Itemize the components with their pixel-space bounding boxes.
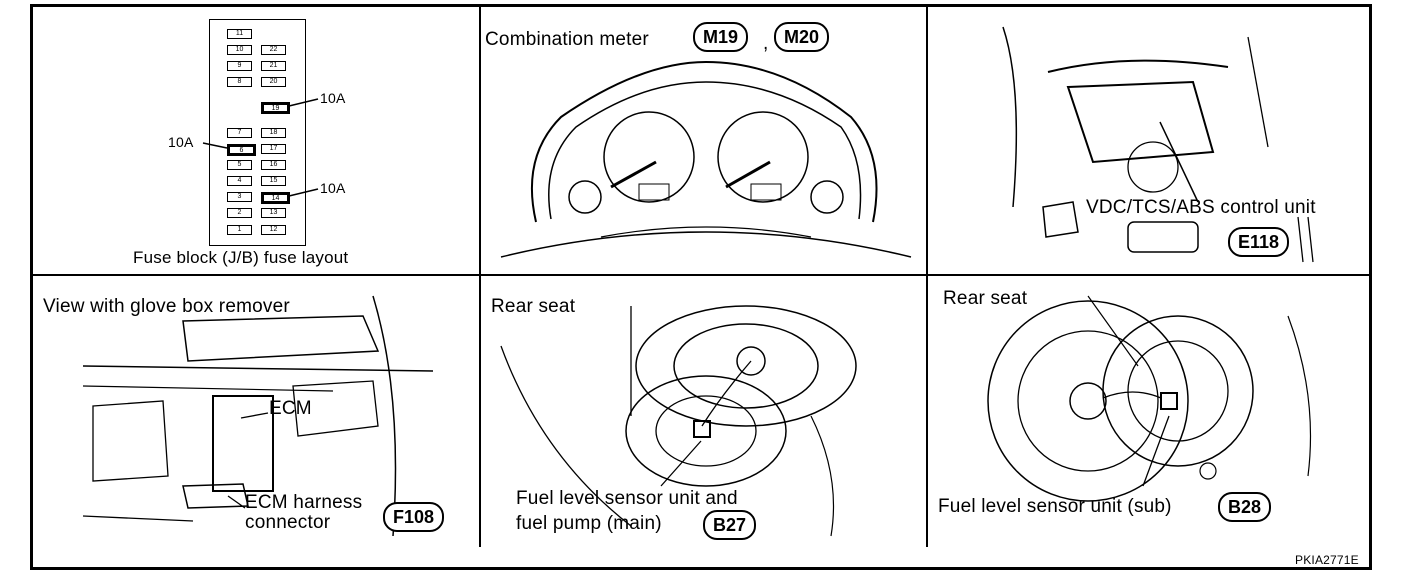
ecm-harness-line2: connector <box>245 512 331 533</box>
fuse-21: 21 <box>261 61 286 71</box>
connector-badge-b27: B27 <box>703 510 757 540</box>
connector-badge-f108: F108 <box>383 502 445 532</box>
sub-sensor-label: Fuel level sensor unit (sub) <box>938 496 1172 517</box>
fuse-leader-lines <box>202 98 319 197</box>
fuse-12: 12 <box>261 225 286 235</box>
fuse-10: 10 <box>227 45 252 55</box>
diagram-frame: 11 10 9 8 7 6 5 4 3 2 1 22 21 20 19 18 1… <box>30 4 1372 570</box>
main-pump-title: Rear seat <box>491 296 576 317</box>
fuse-2: 2 <box>227 208 252 218</box>
fuse-rating-left: 10A <box>168 134 194 150</box>
fuse-15: 15 <box>261 176 286 186</box>
fuse-4: 4 <box>227 176 252 186</box>
fuse-16: 16 <box>261 160 286 170</box>
fuse-1: 1 <box>227 225 252 235</box>
connector-badge-m20: M20 <box>774 22 830 52</box>
fuse-caption: Fuse block (J/B) fuse layout <box>133 248 349 267</box>
divider-vertical-2 <box>926 7 928 547</box>
meter-separator: , <box>763 33 769 54</box>
panel-abs-control-unit: VDC/TCS/ABS control unit E118 <box>928 7 1369 274</box>
panel-combination-meter: Combination meter M19 , M20 <box>481 7 926 274</box>
abs-label: VDC/TCS/ABS control unit <box>1086 197 1316 218</box>
ecm-harness-line1: ECM harness <box>245 492 363 513</box>
fuel-sensor-sub-drawing <box>987 295 1312 502</box>
ecm-title: View with glove box remover <box>43 296 290 317</box>
fuse-22: 22 <box>261 45 286 55</box>
fuse-block-outline <box>209 19 306 246</box>
main-pump-line2: fuel pump (main) <box>516 513 662 534</box>
panel-fuel-pump-main: Rear seat Fuel level sensor unit and fue… <box>481 276 926 547</box>
fuse-20: 20 <box>261 77 286 87</box>
main-pump-line1: Fuel level sensor unit and <box>516 488 738 509</box>
meter-title: Combination meter <box>485 29 649 50</box>
fuse-9: 9 <box>227 61 252 71</box>
connector-badge-b28: B28 <box>1218 492 1272 522</box>
figure-code: PKIA2771E <box>1295 553 1359 567</box>
fuse-7: 7 <box>227 128 252 138</box>
divider-vertical-1 <box>479 7 481 547</box>
ecm-label: ECM <box>269 398 312 419</box>
fuse-rating-bottom: 10A <box>320 180 346 196</box>
fuel-pump-main-drawing <box>500 305 857 537</box>
fuse-18: 18 <box>261 128 286 138</box>
fuse-13: 13 <box>261 208 286 218</box>
divider-horizontal <box>33 274 1369 276</box>
panel-fuse-layout: 11 10 9 8 7 6 5 4 3 2 1 22 21 20 19 18 1… <box>33 7 479 274</box>
panel-ecm: View with glove box remover ECM ECM harn… <box>33 276 479 547</box>
fuse-8: 8 <box>227 77 252 87</box>
fuse-14-highlighted: 14 <box>261 192 290 204</box>
abs-unit-drawing <box>1002 26 1314 263</box>
ecm-drawing <box>82 295 434 537</box>
fuse-11: 11 <box>227 29 252 39</box>
fuse-rating-top: 10A <box>320 90 346 106</box>
combination-meter-drawing <box>500 60 912 258</box>
panel-fuel-sensor-sub: Rear seat Fuel level sensor unit (sub) B… <box>928 276 1369 547</box>
connector-badge-m19: M19 <box>693 22 749 52</box>
fuse-17: 17 <box>261 144 286 154</box>
sub-sensor-title: Rear seat <box>943 288 1028 309</box>
fuse-6-highlighted: 6 <box>227 144 256 156</box>
fuse-19-highlighted: 19 <box>261 102 290 114</box>
fuse-3: 3 <box>227 192 252 202</box>
connector-badge-e118: E118 <box>1228 227 1290 257</box>
fuse-5: 5 <box>227 160 252 170</box>
